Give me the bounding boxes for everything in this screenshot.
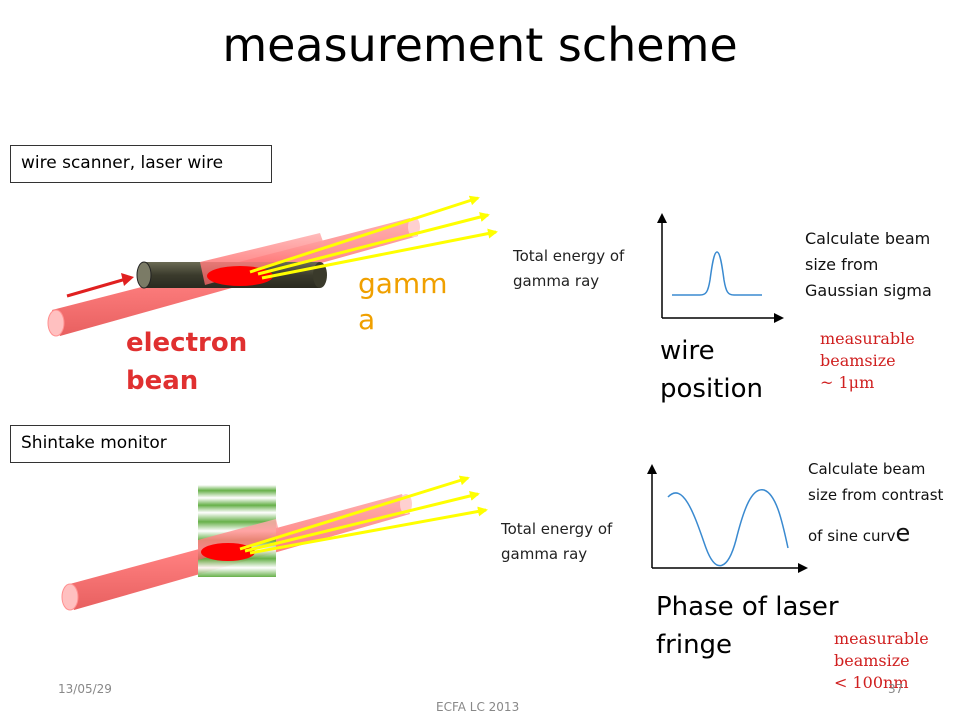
page-title: measurement scheme (222, 18, 738, 72)
measurable-beamsize-2: measurable beamsize < 100nm (834, 629, 929, 692)
footer-page-number: 37 (888, 682, 904, 696)
calc-contrast-text-end-main: of sine curv (808, 527, 896, 545)
gamma-rays-1 (249, 195, 498, 280)
wire-scanner-label-box: wire scanner, laser wire (10, 145, 272, 183)
plot-1 (657, 213, 784, 323)
phase-laser-fringe-label: Phase of laser fringe (656, 592, 839, 660)
calc-gaussian-text: Calculate beam size from Gaussian sigma (805, 229, 932, 300)
calc-contrast-text-end-big: e (895, 519, 911, 547)
wire-scanner-scene (47, 195, 498, 337)
wire-position-label: wire position (660, 336, 763, 404)
calc-contrast-text: Calculate beam size from contrast (808, 460, 944, 504)
electron-direction-arrow (66, 277, 127, 298)
electron-beam-label: electron bean (126, 328, 248, 396)
total-energy-label-1: Total energy of gamma ray (513, 247, 625, 290)
measurable-beamsize-1: measurable beamsize ~ 1μm (820, 329, 915, 392)
footer-date: 13/05/29 (58, 682, 112, 696)
shintake-monitor-label-box: Shintake monitor (10, 425, 230, 463)
sine-curve (667, 489, 789, 567)
shintake-scene (61, 475, 488, 611)
gaussian-curve (672, 251, 762, 296)
electron-direction-arrowhead (121, 273, 134, 286)
total-energy-label-2: Total energy of gamma ray (501, 520, 613, 563)
gamma-label: gamm a (358, 267, 448, 336)
plot-2 (647, 464, 808, 573)
gamma-rays-2 (239, 475, 488, 555)
footer-event: ECFA LC 2013 (436, 700, 520, 714)
calc-contrast-text-end: of sine curve (808, 520, 910, 549)
